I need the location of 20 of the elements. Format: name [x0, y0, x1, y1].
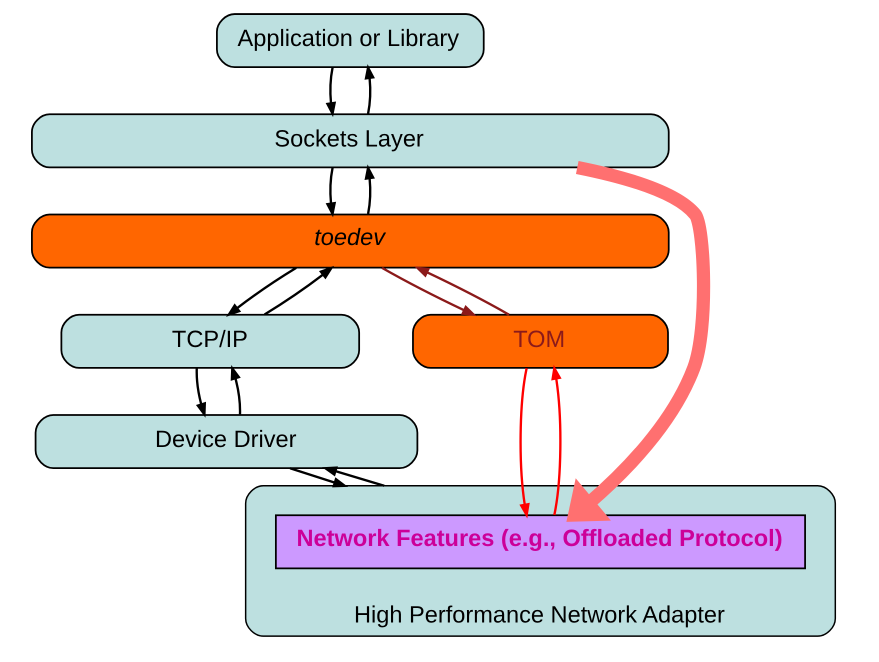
arrow — [226, 266, 297, 317]
arrow — [230, 364, 242, 414]
arrow — [519, 368, 530, 519]
arrow — [381, 266, 477, 316]
node-box: toedev — [31, 214, 670, 268]
arrow — [364, 164, 375, 214]
arrow — [364, 64, 375, 114]
arrow — [196, 368, 206, 418]
arrow — [414, 266, 510, 316]
arrow — [326, 67, 336, 118]
arrow — [551, 364, 562, 516]
node-box: Sockets Layer — [31, 113, 670, 168]
arrow — [566, 160, 710, 522]
node-box: TOM — [412, 314, 669, 369]
node-box: Device Driver — [34, 414, 418, 469]
node-box: TCP/IP — [60, 314, 360, 369]
node-box: Application or Library — [216, 13, 485, 68]
node-box: Network Features (e.g., Offloaded Protocol) — [274, 514, 806, 570]
arrow — [264, 266, 334, 316]
arrow — [326, 168, 336, 218]
